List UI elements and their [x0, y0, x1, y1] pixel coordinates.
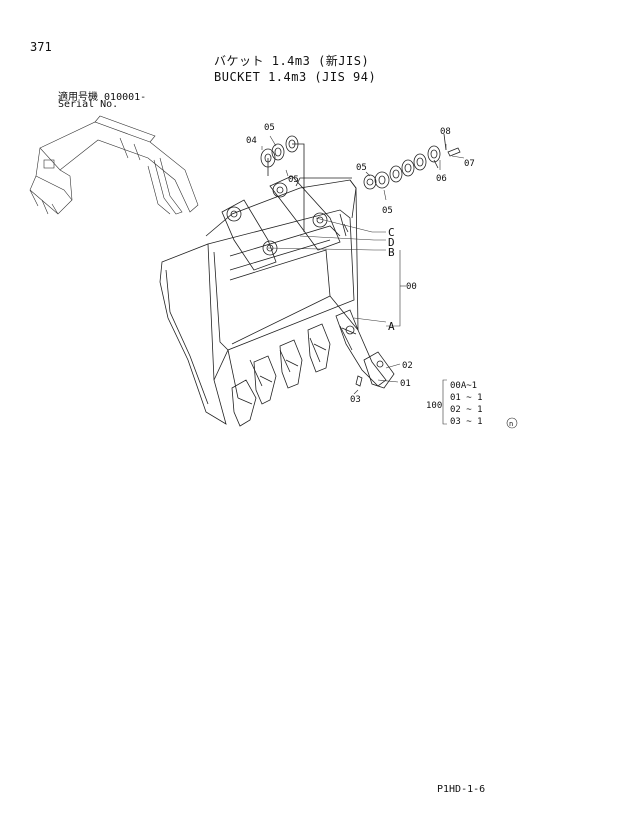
callout-a: A	[388, 320, 395, 333]
page-number: 371	[30, 40, 52, 54]
title-english: BUCKET 1.4m3 (JIS 94)	[214, 70, 377, 84]
serial-label-japanese: 適用号機 010001-	[58, 88, 146, 103]
serial-label-english: Serial No.	[58, 99, 119, 110]
excavator-arm-illustration	[29, 115, 199, 215]
callout-07: 07	[464, 159, 475, 169]
callout-05: 05	[356, 163, 367, 173]
callout-06: 06	[436, 174, 447, 184]
callout-b: B	[388, 246, 395, 259]
circled-mark: n	[506, 417, 518, 429]
assembly-list: 100 00A~1 01 ~ 1 02 ~ 1 03 ~ 1	[426, 379, 483, 427]
callout-03: 03	[350, 395, 361, 405]
title-japanese: バケット 1.4m3 (新JIS)	[214, 54, 370, 68]
callout-05: 05	[264, 123, 275, 133]
assembly-bracket	[442, 379, 447, 425]
serial-value: 010001-	[104, 92, 147, 103]
assembly-label: 100	[426, 401, 442, 411]
callout-02: 02	[402, 361, 413, 371]
callout-c: C	[388, 226, 395, 239]
pin-parts-right	[363, 133, 461, 190]
callout-00: 00	[406, 282, 417, 292]
leader-lines	[261, 135, 465, 395]
document-code: P1HD-1-6	[437, 784, 486, 795]
callout-05: 05	[382, 206, 393, 216]
callout-labels: 05 04 05 05 05 08 07 06 C D B A 00 02 01…	[246, 123, 475, 405]
pin-parts-left	[260, 135, 305, 232]
callout-04: 04	[246, 136, 257, 146]
assembly-item: 00A~1	[450, 381, 477, 391]
bucket-brackets	[221, 175, 352, 271]
bucket-body	[159, 179, 359, 425]
assembly-item: 02 ~ 1	[450, 405, 483, 415]
callout-01: 01	[400, 379, 411, 389]
assembly-item: 03 ~ 1	[450, 417, 483, 427]
callout-08: 08	[440, 127, 451, 137]
callout-05: 05	[288, 175, 299, 185]
circled-mark-text: n	[509, 420, 513, 428]
serial-label-jp-text: 適用号機	[58, 92, 98, 103]
assembly-item: 01 ~ 1	[450, 393, 483, 403]
bucket-teeth	[231, 309, 395, 427]
callout-d: D	[388, 236, 395, 249]
